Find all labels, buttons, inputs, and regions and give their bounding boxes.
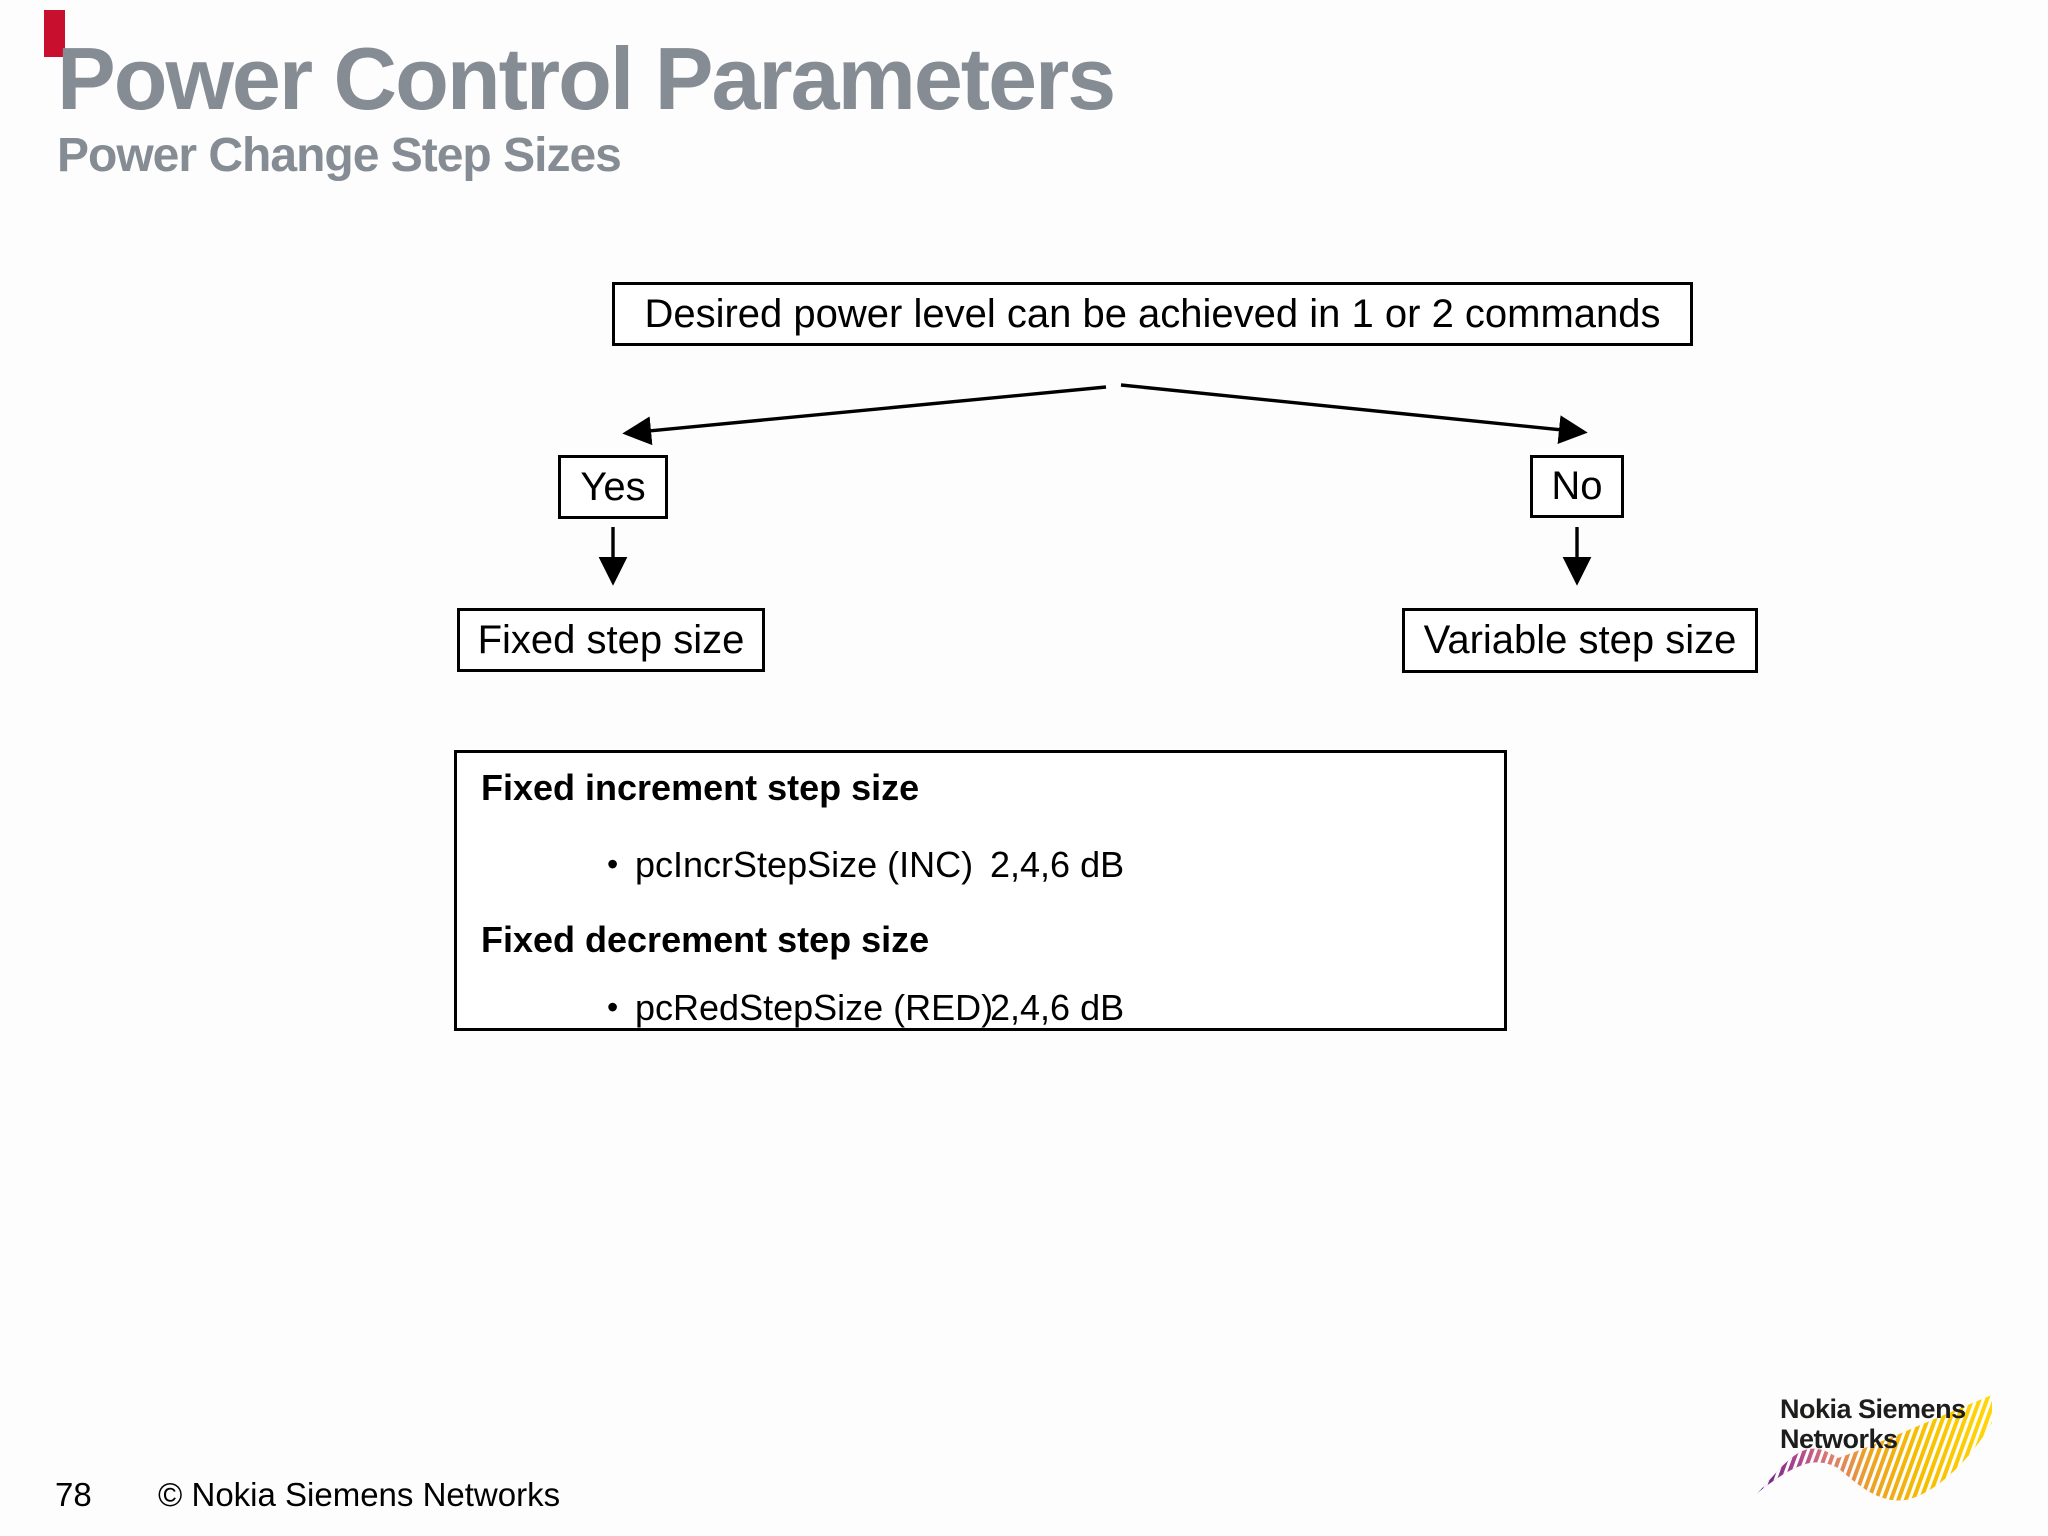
bullet-icon: • — [607, 989, 619, 1025]
logo-line1: Nokia Siemens — [1780, 1394, 1966, 1424]
yes-label: Yes — [580, 464, 646, 509]
increment-param-value: 2,4,6 dB — [990, 844, 1125, 885]
bullet-icon: • — [607, 846, 619, 882]
step-size-details-box: Fixed increment step size • pcIncrStepSi… — [454, 750, 1507, 1031]
no-box: No — [1530, 455, 1624, 518]
variable-step-size-label: Variable step size — [1423, 618, 1737, 662]
decrement-param-value: 2,4,6 dB — [990, 987, 1125, 1028]
yes-box: Yes — [558, 455, 668, 519]
fixed-step-size-box: Fixed step size — [457, 608, 765, 672]
logo-wordmark: Nokia Siemens Networks — [1780, 1394, 1966, 1454]
slide-subtitle: Power Change Step Sizes — [57, 129, 622, 182]
increment-param-line: • pcIncrStepSize (INC) 2,4,6 dB — [607, 843, 1504, 886]
variable-step-size-box: Variable step size — [1402, 608, 1758, 673]
logo-swoosh-graphic — [1755, 1395, 1992, 1501]
slide-title: Power Control Parameters — [57, 29, 1116, 128]
branch-line-no — [1120, 383, 1588, 445]
copyright-text: © Nokia Siemens Networks — [158, 1476, 561, 1513]
increment-param-name: pcIncrStepSize (INC) — [635, 844, 974, 885]
branch-line-yes — [622, 385, 1107, 446]
root-decision-box: Desired power level can be achieved in 1… — [612, 282, 1693, 346]
root-decision-text: Desired power level can be achieved in 1… — [644, 291, 1661, 336]
nokia-siemens-networks-logo: Nokia Siemens Networks — [1744, 1386, 2006, 1536]
accent-bar — [44, 10, 65, 57]
increment-heading: Fixed increment step size — [481, 767, 920, 808]
page-number: 78 — [55, 1476, 92, 1513]
decrement-heading: Fixed decrement step size — [481, 919, 930, 960]
decrement-param-name: pcRedStepSize (RED) — [635, 987, 994, 1028]
fixed-step-size-label: Fixed step size — [477, 617, 745, 662]
logo-line2: Networks — [1780, 1424, 1898, 1454]
decrement-param-line: • pcRedStepSize (RED) 2,4,6 dB — [607, 986, 1504, 1029]
no-label: No — [1551, 464, 1603, 508]
